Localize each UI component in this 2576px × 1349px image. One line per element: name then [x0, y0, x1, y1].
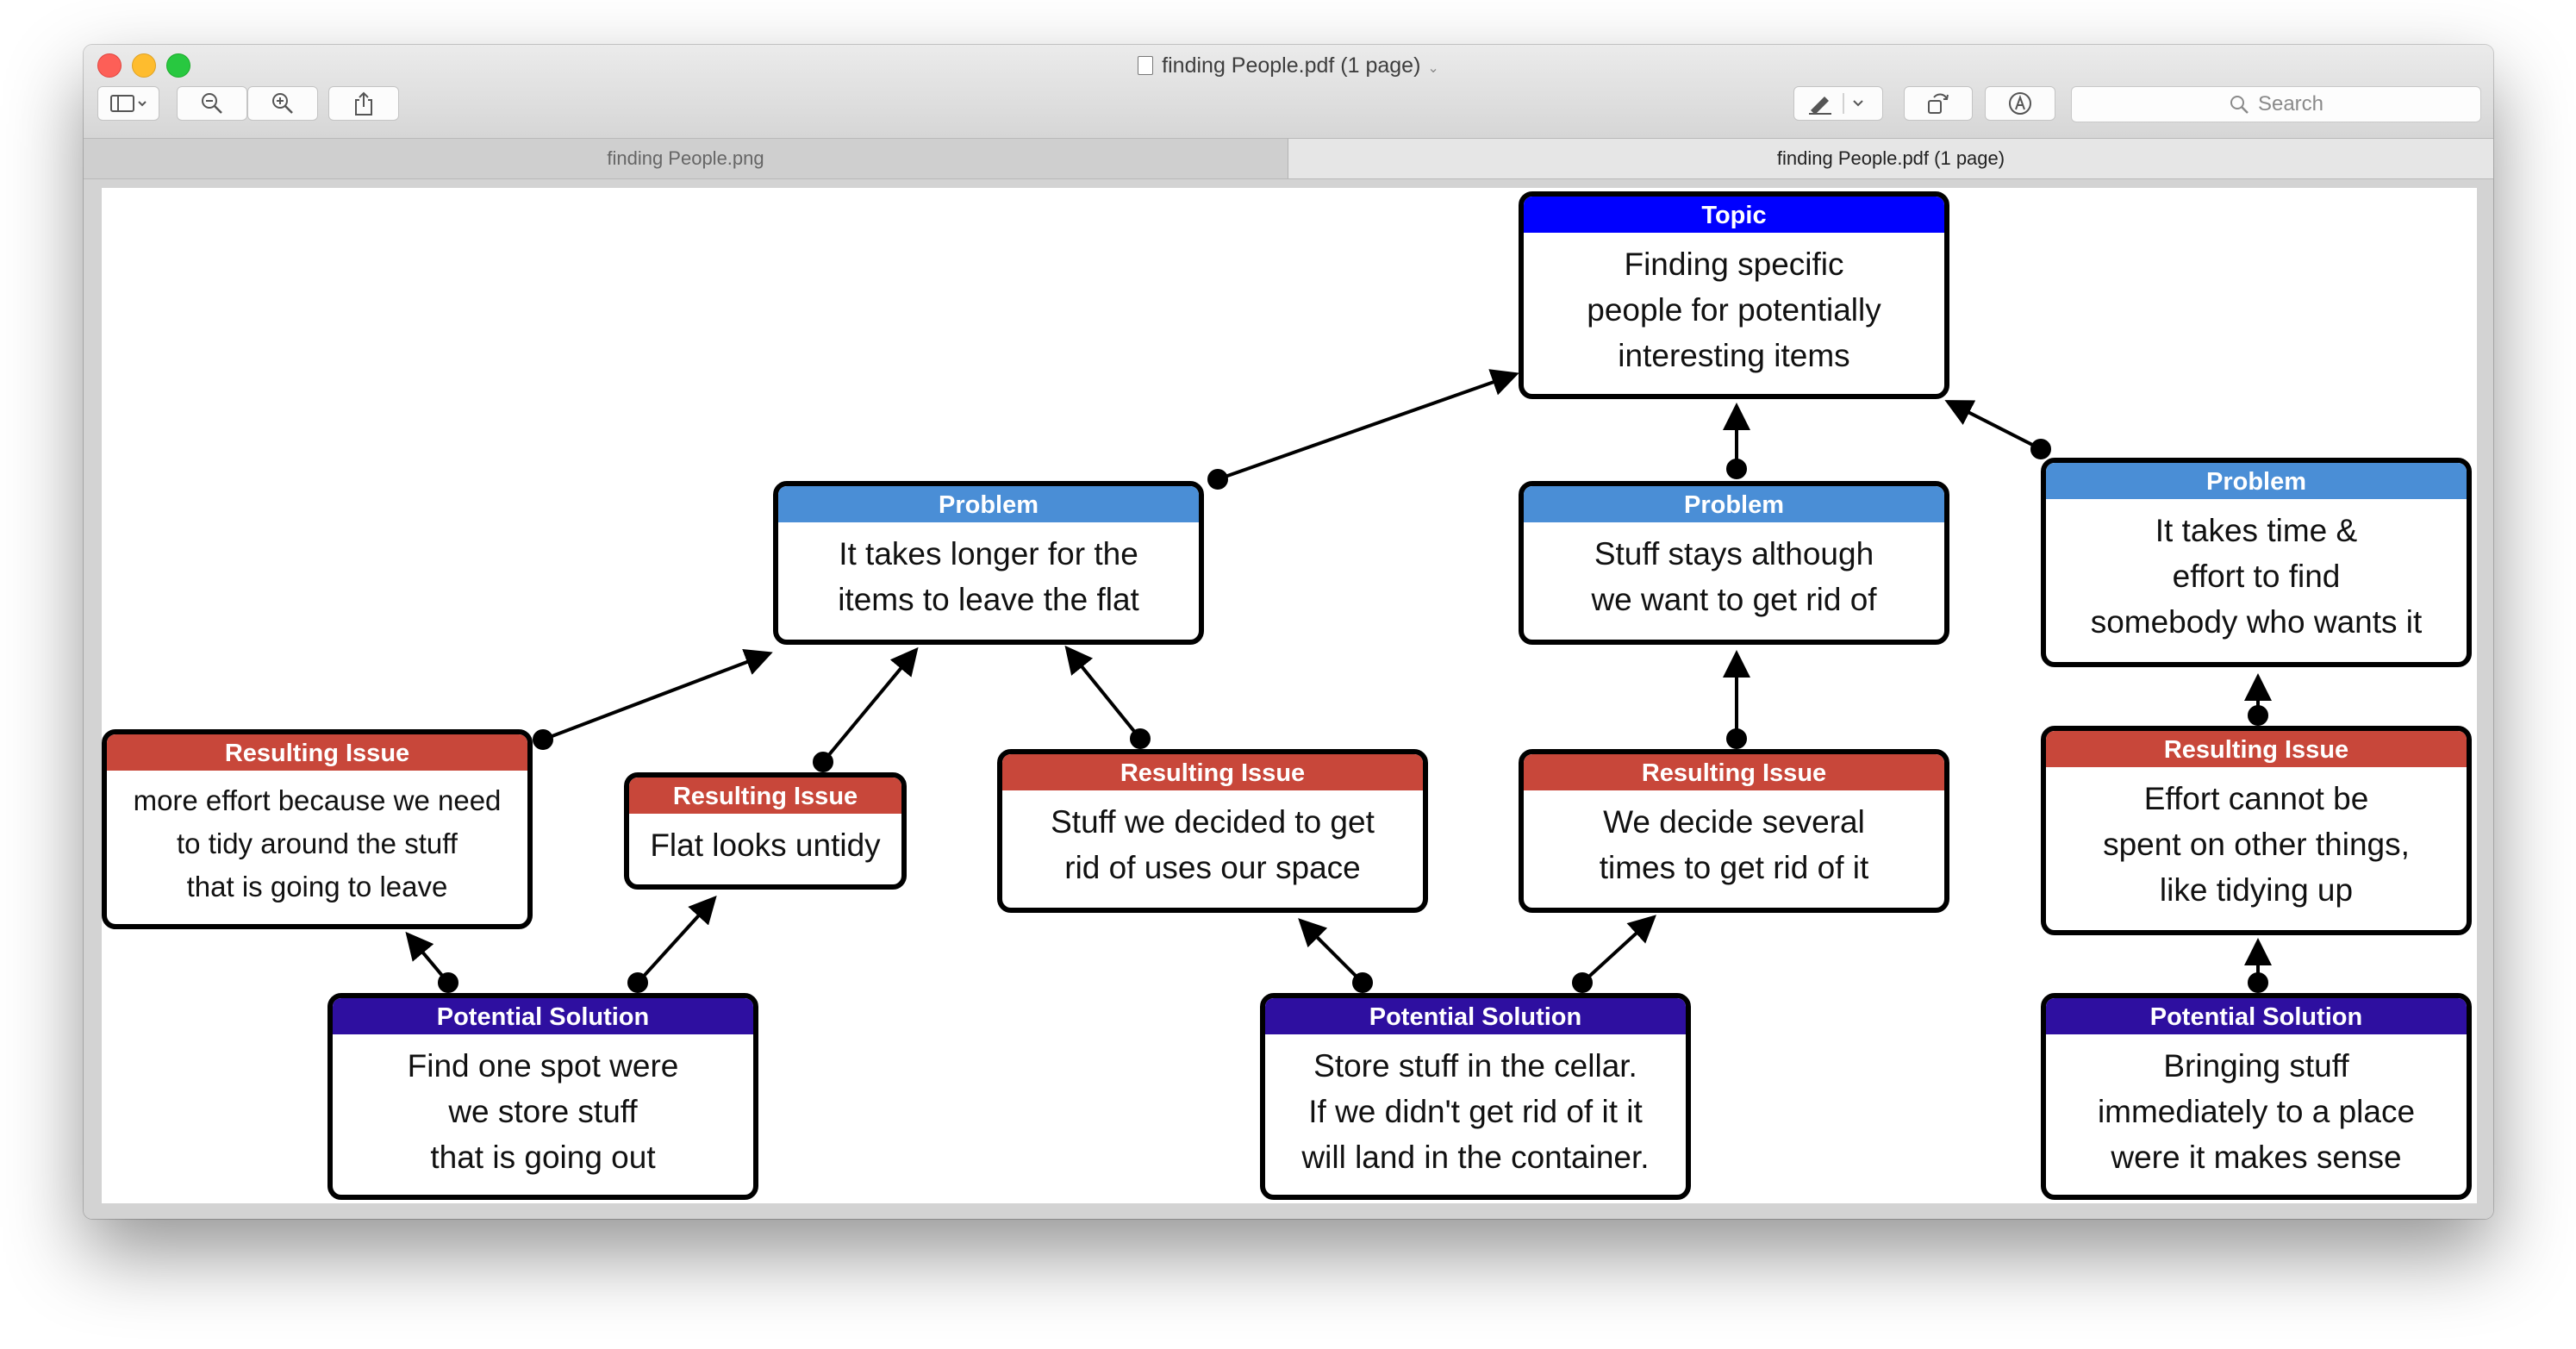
- connector-dot: [1726, 728, 1747, 749]
- annotate-button[interactable]: [1985, 86, 2055, 121]
- connector-dot: [1726, 459, 1747, 479]
- connector-solution1-issue2: [636, 896, 717, 984]
- close-window-button[interactable]: [97, 53, 122, 78]
- connector-solution2-issue3: [1298, 918, 1364, 984]
- node-header: Problem: [778, 486, 1199, 522]
- window-title-area[interactable]: finding People.pdf (1 page) ⌄: [84, 50, 2493, 81]
- resulting-issue-node: Resulting Issue Stuff we decided to get …: [997, 749, 1428, 913]
- resulting-issue-node: Resulting Issue We decide several times …: [1519, 749, 1949, 913]
- node-text: Finding specific people for potentially …: [1587, 247, 1881, 373]
- connector-dot: [2248, 705, 2268, 726]
- connector-dot: [1572, 972, 1593, 993]
- zoom-in-icon: [272, 93, 293, 114]
- diagram-connectors: [405, 369, 2272, 993]
- zoom-out-icon: [202, 93, 222, 114]
- connector-dot: [2030, 439, 2051, 459]
- connector-dot: [2248, 972, 2268, 993]
- search-field[interactable]: Search: [2071, 86, 2481, 122]
- node-text: Find one spot were we store stuff that i…: [407, 1048, 679, 1175]
- annotate-circle-icon: [2009, 92, 2031, 115]
- node-header: Resulting Issue: [629, 778, 901, 814]
- tab-finding-people-pdf[interactable]: finding People.pdf (1 page): [1288, 139, 2493, 178]
- node-header: Potential Solution: [333, 998, 753, 1034]
- tab-bar: finding People.png finding People.pdf (1…: [84, 138, 2493, 179]
- node-text: Stuff stays although we want to get rid …: [1591, 536, 1877, 617]
- node-text: We decide several times to get rid of it: [1599, 804, 1869, 885]
- resulting-issue-node: Resulting Issue Effort cannot be spent o…: [2041, 726, 2472, 935]
- node-header: Resulting Issue: [1002, 754, 1423, 790]
- node-text: Store stuff in the cellar. If we didn't …: [1301, 1048, 1650, 1175]
- search-icon: [2230, 96, 2249, 114]
- connector-problem3-topic: [1944, 400, 2042, 451]
- connector-dot: [533, 729, 553, 750]
- node-header: Topic: [1524, 197, 1944, 233]
- share-icon: [355, 91, 372, 116]
- connector-dot: [627, 972, 648, 993]
- problem-node: Problem It takes time & effort to find s…: [2041, 458, 2472, 667]
- connector-problem1-topic: [1217, 369, 1519, 481]
- tab-finding-people-png[interactable]: finding People.png: [84, 139, 1288, 178]
- node-text: It takes time & effort to find somebody …: [2090, 513, 2423, 640]
- connector-dot: [1130, 728, 1151, 749]
- node-text: Bringing stuff immediately to a place we…: [2097, 1048, 2416, 1175]
- connector-dot: [1207, 469, 1228, 490]
- zoom-in-button[interactable]: [247, 86, 318, 121]
- node-header: Resulting Issue: [2046, 731, 2467, 767]
- pdf-page: Topic Finding specific people for potent…: [102, 188, 2477, 1203]
- pdf-document-icon: [1138, 56, 1154, 75]
- preview-window: finding People.pdf (1 page) ⌄: [84, 45, 2493, 1219]
- sidebar-toggle-button[interactable]: [97, 86, 159, 121]
- connector-dot: [1352, 972, 1373, 993]
- title-chevron-icon: ⌄: [1427, 61, 1439, 76]
- node-text: It takes longer for the items to leave t…: [838, 536, 1139, 617]
- connector-issue1-problem1: [542, 648, 773, 741]
- potential-solution-node: Potential Solution Find one spot were we…: [327, 993, 758, 1200]
- connector-solution2-issue4: [1581, 915, 1656, 984]
- node-text: Flat looks untidy: [650, 828, 881, 863]
- markup-pen-icon: [1809, 93, 1863, 115]
- problem-node: Problem It takes longer for the items to…: [773, 481, 1204, 645]
- document-view[interactable]: Topic Finding specific people for potent…: [84, 179, 2493, 1219]
- share-button[interactable]: [328, 86, 399, 121]
- title-bar: finding People.pdf (1 page) ⌄: [84, 45, 2493, 138]
- connector-dot: [813, 752, 833, 772]
- rotate-icon: [1928, 93, 1949, 114]
- topic-node: Topic Finding specific people for potent…: [1519, 191, 1949, 399]
- node-text: Stuff we decided to get rid of uses our …: [1051, 804, 1375, 885]
- node-header: Problem: [2046, 463, 2467, 499]
- resulting-issue-node: Resulting Issue Flat looks untidy: [624, 772, 907, 890]
- potential-solution-node: Potential Solution Store stuff in the ce…: [1260, 993, 1691, 1200]
- node-text: Effort cannot be spent on other things, …: [2103, 781, 2410, 908]
- potential-solution-node: Potential Solution Bringing stuff immedi…: [2041, 993, 2472, 1200]
- minimize-window-button[interactable]: [132, 53, 156, 78]
- zoom-out-button[interactable]: [177, 86, 247, 121]
- connector-dot: [438, 972, 458, 993]
- zoom-window-button[interactable]: [166, 53, 190, 78]
- search-placeholder: Search: [2257, 92, 2324, 116]
- node-text: more effort because we need to tidy arou…: [133, 784, 502, 902]
- node-header: Potential Solution: [1265, 998, 1686, 1034]
- node-header: Resulting Issue: [1524, 754, 1944, 790]
- connector-solution1-issue1: [405, 931, 450, 984]
- connector-issue3-problem1: [1064, 645, 1142, 740]
- node-header: Problem: [1524, 486, 1944, 522]
- node-header: Potential Solution: [2046, 998, 2467, 1034]
- rotate-button[interactable]: [1904, 86, 1973, 121]
- sidebar-icon: [110, 95, 147, 112]
- resulting-issue-node: Resulting Issue more effort because we n…: [102, 729, 533, 929]
- node-header: Resulting Issue: [107, 734, 527, 771]
- markup-button[interactable]: [1793, 86, 1883, 121]
- window-title: finding People.pdf (1 page): [1162, 53, 1421, 78]
- problem-node: Problem Stuff stays although we want to …: [1519, 481, 1949, 645]
- connector-issue2-problem1: [821, 646, 919, 764]
